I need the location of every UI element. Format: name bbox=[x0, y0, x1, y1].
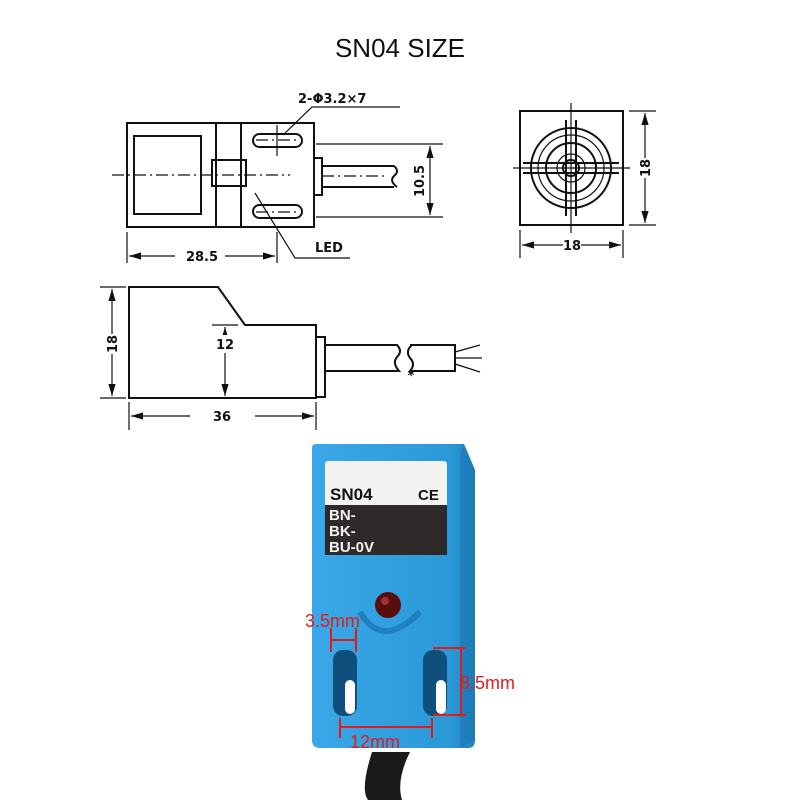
slot-spec-label: 2-Φ3.2×7 bbox=[298, 92, 366, 107]
top-view-height-dim: 10.5 bbox=[413, 165, 428, 197]
side-view-drawing: * 18 12 36 bbox=[100, 286, 482, 430]
sensor-photo: SN04 CE BN- BK- BU-0V 3.5mm 8.5mm 12mm bbox=[305, 444, 515, 800]
side-view-step-dim: 12 bbox=[216, 338, 234, 353]
ce-mark: CE bbox=[418, 487, 439, 504]
page-title: SN04 SIZE bbox=[335, 33, 465, 63]
wire-label-bk: BK- bbox=[329, 523, 356, 540]
led-label: LED bbox=[315, 241, 343, 256]
photo-model-label: SN04 bbox=[330, 485, 373, 504]
side-view-length-dim: 36 bbox=[213, 410, 231, 425]
front-view-width-dim: 18 bbox=[563, 239, 581, 254]
led-indicator bbox=[375, 592, 401, 618]
front-view-drawing: 18 18 bbox=[513, 103, 656, 258]
slot-spacing-annotation: 12mm bbox=[350, 732, 400, 752]
slot-width-annotation: 3.5mm bbox=[305, 611, 360, 631]
slot-length-annotation: 8.5mm bbox=[460, 673, 515, 693]
front-view-height-dim: 18 bbox=[639, 159, 654, 177]
top-view-drawing: 10.5 2-Φ3.2×7 LED 28.5 bbox=[112, 92, 443, 265]
top-view-width-dim: 28.5 bbox=[186, 250, 218, 265]
side-view-height-dim: 18 bbox=[106, 335, 121, 353]
cable-note: * bbox=[408, 369, 415, 384]
wire-label-bu: BU-0V bbox=[329, 539, 374, 556]
wire-label-bn: BN- bbox=[329, 507, 356, 524]
